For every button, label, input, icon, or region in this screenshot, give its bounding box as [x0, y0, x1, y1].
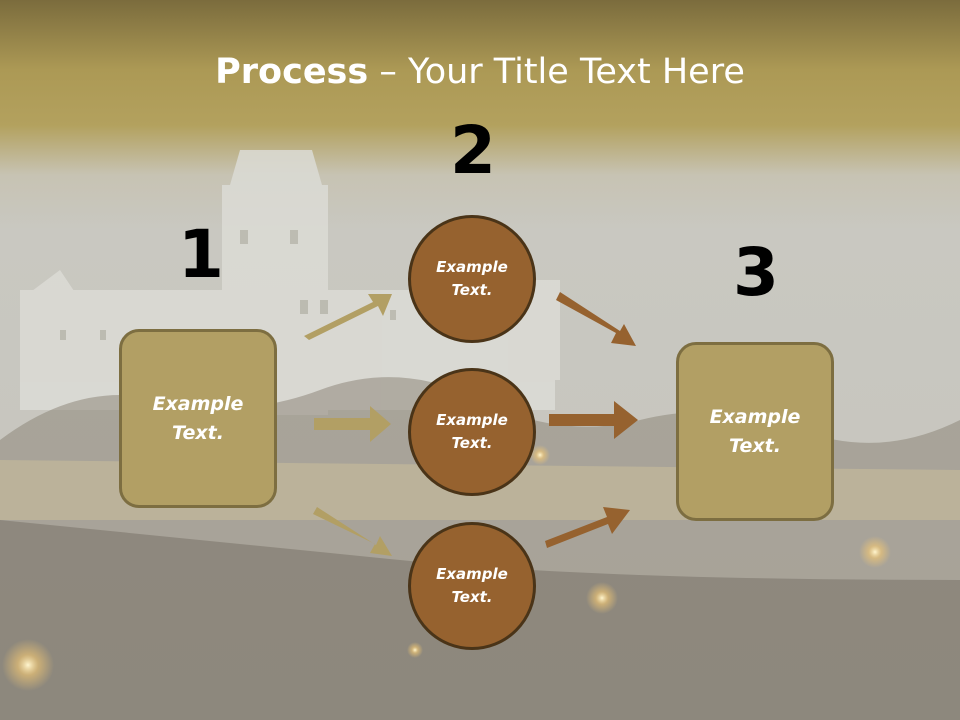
step-1-text: Example Text. [152, 392, 244, 444]
arrow-up-right-icon [545, 507, 630, 548]
title-rest: – Your Title Text Here [368, 52, 745, 92]
arrow-right-right-icon [549, 401, 638, 439]
step-3-box[interactable]: Example Text. [676, 342, 834, 521]
step-2-circle-middle[interactable]: Example Text. [408, 368, 536, 496]
step-2-text-middle: Example Text. [436, 411, 508, 452]
step-3-text: Example Text. [709, 405, 801, 457]
arrow-down-left-icon [313, 507, 392, 556]
slide-title: Process – Your Title Text Here [0, 52, 960, 92]
step-number-2: 2 [450, 112, 496, 189]
step-2-text-top: Example Text. [436, 258, 508, 299]
step-number-1: 1 [178, 216, 224, 293]
step-number-3: 3 [733, 234, 779, 311]
arrow-right-left-icon [314, 406, 391, 442]
step-2-circle-bottom[interactable]: Example Text. [408, 522, 536, 650]
title-bold: Process [215, 52, 369, 92]
step-1-box[interactable]: Example Text. [119, 329, 277, 508]
arrow-down-right-icon [556, 292, 636, 346]
step-2-circle-top[interactable]: Example Text. [408, 215, 536, 343]
arrow-up-left-icon [304, 294, 392, 340]
step-2-text-bottom: Example Text. [436, 565, 508, 606]
